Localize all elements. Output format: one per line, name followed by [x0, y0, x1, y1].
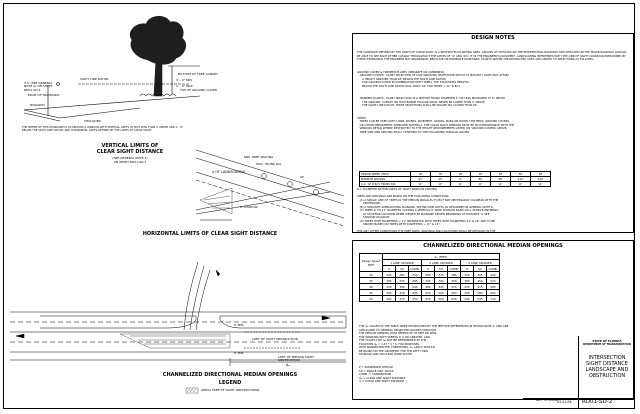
design-notes-body: THE CORRIDOR DEFINED BY THE LIMITS OF CL… [357, 44, 629, 143]
label-top-ground-cover: TOP OF GROUND COVER [180, 88, 217, 92]
tree-plan-1 [261, 173, 267, 179]
label-roadway: ROADWAY [30, 103, 46, 107]
tree-canopy [129, 15, 187, 65]
channelized-title: CHANNELIZED DIRECTIONAL MEDIAN OPENINGS [423, 243, 563, 249]
vertical-limits-detail [23, 15, 201, 122]
tree-plan-2 [287, 181, 293, 187]
tb-index: RD01-SD-2 [582, 399, 613, 405]
channelized-cell: 475 [421, 295, 435, 302]
tree-plan-3 [313, 189, 319, 195]
speed-table-cell: 11" [490, 181, 511, 187]
label-bottom-canopy: BOTTOM OF TREE CANOPY [178, 72, 218, 76]
design-notes-box: DESIGN NOTES THE CORRIDOR DEFINED BY THE… [352, 33, 634, 233]
ground-cover [139, 93, 177, 97]
channelized-cell: 50 [359, 295, 383, 302]
sheet-border [3, 3, 635, 409]
tb-date: 03-01-06 [557, 400, 572, 404]
speed-table-cell: C-C, 10' D.B.H. TRUNK DIA. [359, 181, 411, 187]
horizontal-limits-title: HORIZONTAL LIMITS OF CLEAR SIGHT DISTANC… [142, 231, 278, 237]
design-note-p2: GROUND COVER & TRIMMED PLANTS (SEPARATE … [357, 69, 509, 88]
channelized-cell: 645 [473, 295, 487, 302]
label-three-ft: 3' - 0" MIN [176, 78, 192, 82]
label-six-ft-b: 6' MIN [234, 351, 244, 355]
channelized-cell: 560 [434, 295, 448, 302]
label-one-six: 1' - 6" MAX [176, 84, 193, 88]
label-sp: SP [300, 175, 304, 179]
legend-item: AREAS FREE OF SIGHT OBSTRUCTIONS [201, 388, 260, 392]
tb-line2: SIGHT DISTANCE [586, 361, 628, 367]
design-notes-title: DESIGN NOTES [471, 35, 515, 41]
median-section-title: CHANNELIZED DIRECTIONAL MEDIAN OPENINGS [162, 372, 298, 378]
vertical-limits-title-1: VERTICAL LIMITS OF [101, 143, 159, 149]
tree-trunk [153, 57, 163, 97]
tb-line1: INTERSECTION [588, 355, 626, 361]
speed-table-cell: 11" [450, 181, 471, 187]
horizontal-limits-detail [195, 149, 345, 227]
ground-line [23, 95, 201, 111]
channelized-cell: 405 [382, 295, 396, 302]
channelized-table-box: CHANNELIZED DIRECTIONAL MEDIAN OPENINGS … [352, 240, 634, 400]
tb-state: STATE OF FLORIDA [592, 339, 622, 343]
tb-divider [523, 398, 635, 399]
channelized-cell: 735 [486, 295, 500, 302]
label-sight-line-datum: SIGHT LINE DATUM [80, 77, 109, 81]
label-six-ft-a: 6' MIN [234, 323, 244, 327]
label-dm: dₘ [286, 363, 291, 367]
legend-title: LEGEND [218, 380, 242, 386]
vertical-ref-1: (SEE GENERAL NOTE 2) [112, 156, 148, 160]
channelized-notes: THE dₘ VALUES IN THE TABLE WERE ESTABLIS… [359, 324, 509, 356]
speed-table-cell: 11" [510, 181, 531, 187]
label-edge-travel: EDGE OF TRAVELWAY [28, 93, 60, 97]
label-limit-sight-b: LIMIT OF MEDIAN SIGHT OBSTRUCTION [278, 355, 314, 363]
tb-line3: LANDSCAPE AND [585, 367, 629, 373]
speed-table-cell: 11" [470, 181, 491, 187]
vertical-limits-title: VERTICAL LIMITS OF CLEAR SIGHT DISTANCE [70, 143, 190, 155]
label-shoulder: SHOULDER [84, 119, 101, 123]
tb-dept: DEPARTMENT OF TRANSPORTATION [583, 343, 631, 346]
title-block: STATE OF FLORIDA DEPARTMENT OF TRANSPORT… [523, 336, 635, 409]
channelized-cell: Design Speed MPH [359, 253, 383, 272]
channelized-legend-notes: P = PASSENGER VEHICLE SU = SINGLE UNIT T… [359, 365, 406, 383]
speed-table-cell: 11" [530, 181, 551, 187]
legend-swatch [185, 387, 199, 394]
road-edge-top [195, 149, 345, 197]
vertical-limits-title-2: CLEAR SIGHT DISTANCE [96, 149, 164, 155]
design-note-p4: TREES: TREES CAN BE USED WITH LAWN, PAVE… [357, 115, 515, 134]
label-min-tree-spacing: MIN. TREE SPACING [244, 155, 274, 159]
channelized-cell: 475 [395, 295, 409, 302]
design-note-p1: THE CORRIDOR DEFINED BY THE LIMITS OF CL… [357, 50, 628, 61]
vertical-limits-ref: (SEE GENERAL NOTE 2) ON SHEET RD01-SD-1 [70, 156, 190, 164]
label-max-trunk: MAX. TRUNK DIA. [256, 162, 283, 166]
intent-note: THE INTENT OF THIS STANDARD IS TO PROVID… [22, 126, 184, 133]
channelized-cell: 645 [447, 295, 461, 302]
median-island-right [219, 315, 347, 329]
label-landscaping: ¢ OF LANDSCAPING [212, 170, 246, 174]
channelized-cell: 545 [460, 295, 474, 302]
road-edge-bottom [195, 171, 345, 219]
median-island-left [40, 315, 197, 329]
label-ref-note: 3.5' (SEE GENERAL NOTE 2) ON SHEET RD01-… [24, 81, 53, 92]
design-note-p3: TRIMMED PLANTS - PLANT SELECTION OF A MA… [359, 96, 505, 107]
sight-area-hatch [119, 333, 231, 349]
scale-note: NOT TO SCALE [536, 398, 559, 402]
speed-table-cell: 11" [410, 181, 431, 187]
label-shadow: 6' SHADOW [240, 205, 258, 209]
speed-table-cell: 11" [430, 181, 451, 187]
design-note-p5: D = DIAMETER WITHIN LIMITS OF SIGHT WIND… [357, 187, 499, 233]
vertical-ref-2: ON SHEET RD01-SD-1 [113, 159, 147, 164]
speed-table-row: C-C, 10' D.B.H. TRUNK DIA.11"11"11"11"11… [359, 181, 551, 187]
label-limit-sight-a: LIMIT OF SIGHT OBSTRUCTION [252, 337, 298, 341]
tb-line4: OBSTRUCTION [588, 373, 626, 379]
median-openings-plan [10, 261, 347, 394]
channelized-cell: 550 [408, 295, 422, 302]
